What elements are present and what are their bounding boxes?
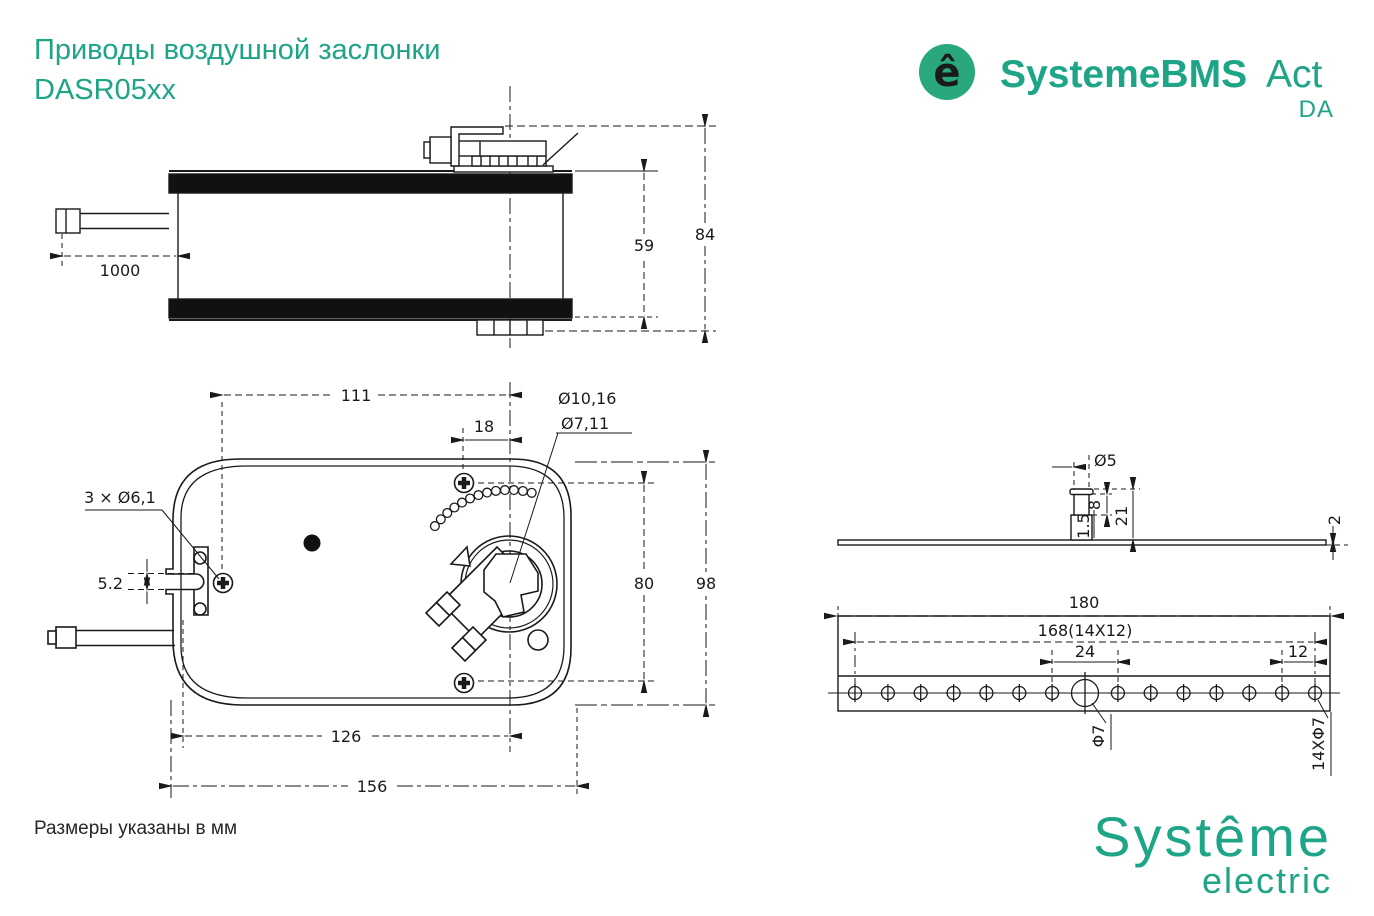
side-cable (55, 208, 169, 234)
label-pin-flange: 1.5 (1074, 513, 1093, 538)
label-slot-width: 5.2 (98, 574, 123, 593)
label-mount-holes: 3 × Ø6,1 (84, 488, 156, 507)
label-pin-total-height: 21 (1112, 506, 1131, 526)
dim-slot-width (128, 559, 198, 604)
front-indicator-dot (303, 534, 321, 552)
dim-width-inner (171, 620, 522, 748)
front-position-scale-arc (429, 485, 537, 532)
front-tab-hole-top (193, 551, 207, 565)
label-width-inner: 126 (331, 727, 362, 746)
label-shaft-offset: 18 (474, 417, 494, 436)
label-height-total: 98 (696, 574, 716, 593)
dim-total-height (505, 114, 716, 343)
bracket-pin (1069, 488, 1094, 541)
logo-electric: electric (1202, 860, 1332, 901)
side-view-drawing: 1000 59 84 (50, 86, 721, 348)
dim-shaft-offset (451, 428, 522, 474)
label-center-hole-dia: Φ7 (1089, 725, 1108, 748)
leader-shaft-dia (509, 432, 632, 584)
dim-plate-thickness (1326, 526, 1348, 560)
label-edge-pitch: 12 (1288, 642, 1308, 661)
front-shaft-clamp (424, 545, 549, 663)
label-width-total: 156 (357, 777, 388, 796)
label-pin-neck-height: 8 (1085, 500, 1104, 510)
label-bracket-width: 180 (1069, 593, 1100, 612)
label-pin-dia: Ø5 (1094, 451, 1117, 470)
page-title-line2: DASR05xx (34, 74, 176, 106)
bracket-top-view-drawing: 180 168(14X12) 24 12 Φ7 14XΦ7 (824, 593, 1344, 776)
leader-center-hole (1091, 702, 1112, 750)
dim-center-pitch (1040, 650, 1130, 684)
bracket-side-view-drawing: Ø5 8 1.5 21 2 (837, 451, 1348, 560)
side-body-top-band (168, 173, 573, 194)
front-screw-bottom (453, 672, 475, 694)
brand-logo-circle-icon (919, 44, 975, 100)
logo-systeme: Systême (1093, 805, 1332, 868)
brand-name-light: Act (1266, 53, 1323, 96)
dim-cable-length (50, 234, 190, 268)
dim-pin-dia (1052, 455, 1090, 490)
page-title-line1: Приводы воздушной заслонки (34, 34, 441, 66)
side-shaft-clamp (423, 126, 579, 173)
bracket-holes (847, 672, 1323, 714)
label-body-height: 59 (634, 236, 654, 255)
label-shaft-dia-outer: Ø10,16 (558, 389, 616, 408)
label-width-to-center: 111 (341, 386, 372, 405)
label-center-pitch: 24 (1075, 642, 1095, 661)
label-plate-thickness: 2 (1325, 515, 1344, 525)
brand-logo-letter: ê (933, 50, 960, 96)
label-total-height: 84 (695, 225, 715, 244)
label-screw-span: 80 (634, 574, 654, 593)
dim-width-to-center (210, 391, 522, 570)
dim-pin-neck (1091, 482, 1112, 527)
front-view-drawing: 111 18 Ø10,16 Ø7,11 3 × Ø6,1 5.2 80 98 1… (47, 382, 722, 798)
dim-edge-pitch (1270, 650, 1327, 684)
leader-holes-count (1317, 699, 1332, 776)
page-title: Приводы воздушной заслонки DASR05xx (34, 30, 654, 110)
label-holes-count-dia: 14XΦ7 (1309, 717, 1328, 771)
brand-name-bold: SystemeBMS (1000, 53, 1247, 96)
brand-variant: DA (1299, 96, 1334, 123)
label-cable-length: 1000 (100, 261, 141, 280)
label-shaft-dia-inner: Ø7,11 (561, 414, 609, 433)
front-small-hole (527, 629, 549, 651)
leader-mount-holes (85, 509, 220, 580)
front-tab-hole-bottom (193, 602, 207, 616)
units-note: Размеры указаны в мм (34, 818, 238, 839)
side-bottom-connector (476, 319, 544, 336)
label-hole-span: 168(14X12) (1038, 621, 1133, 640)
front-screw-top (453, 472, 475, 494)
dim-pin-total (1094, 477, 1140, 552)
systeme-electric-logo: Systême electric (1093, 805, 1332, 901)
side-body-bottom-band (168, 298, 573, 319)
front-cable (47, 626, 175, 649)
brand-logo: ê SystemeBMS Act DA (919, 44, 1334, 123)
